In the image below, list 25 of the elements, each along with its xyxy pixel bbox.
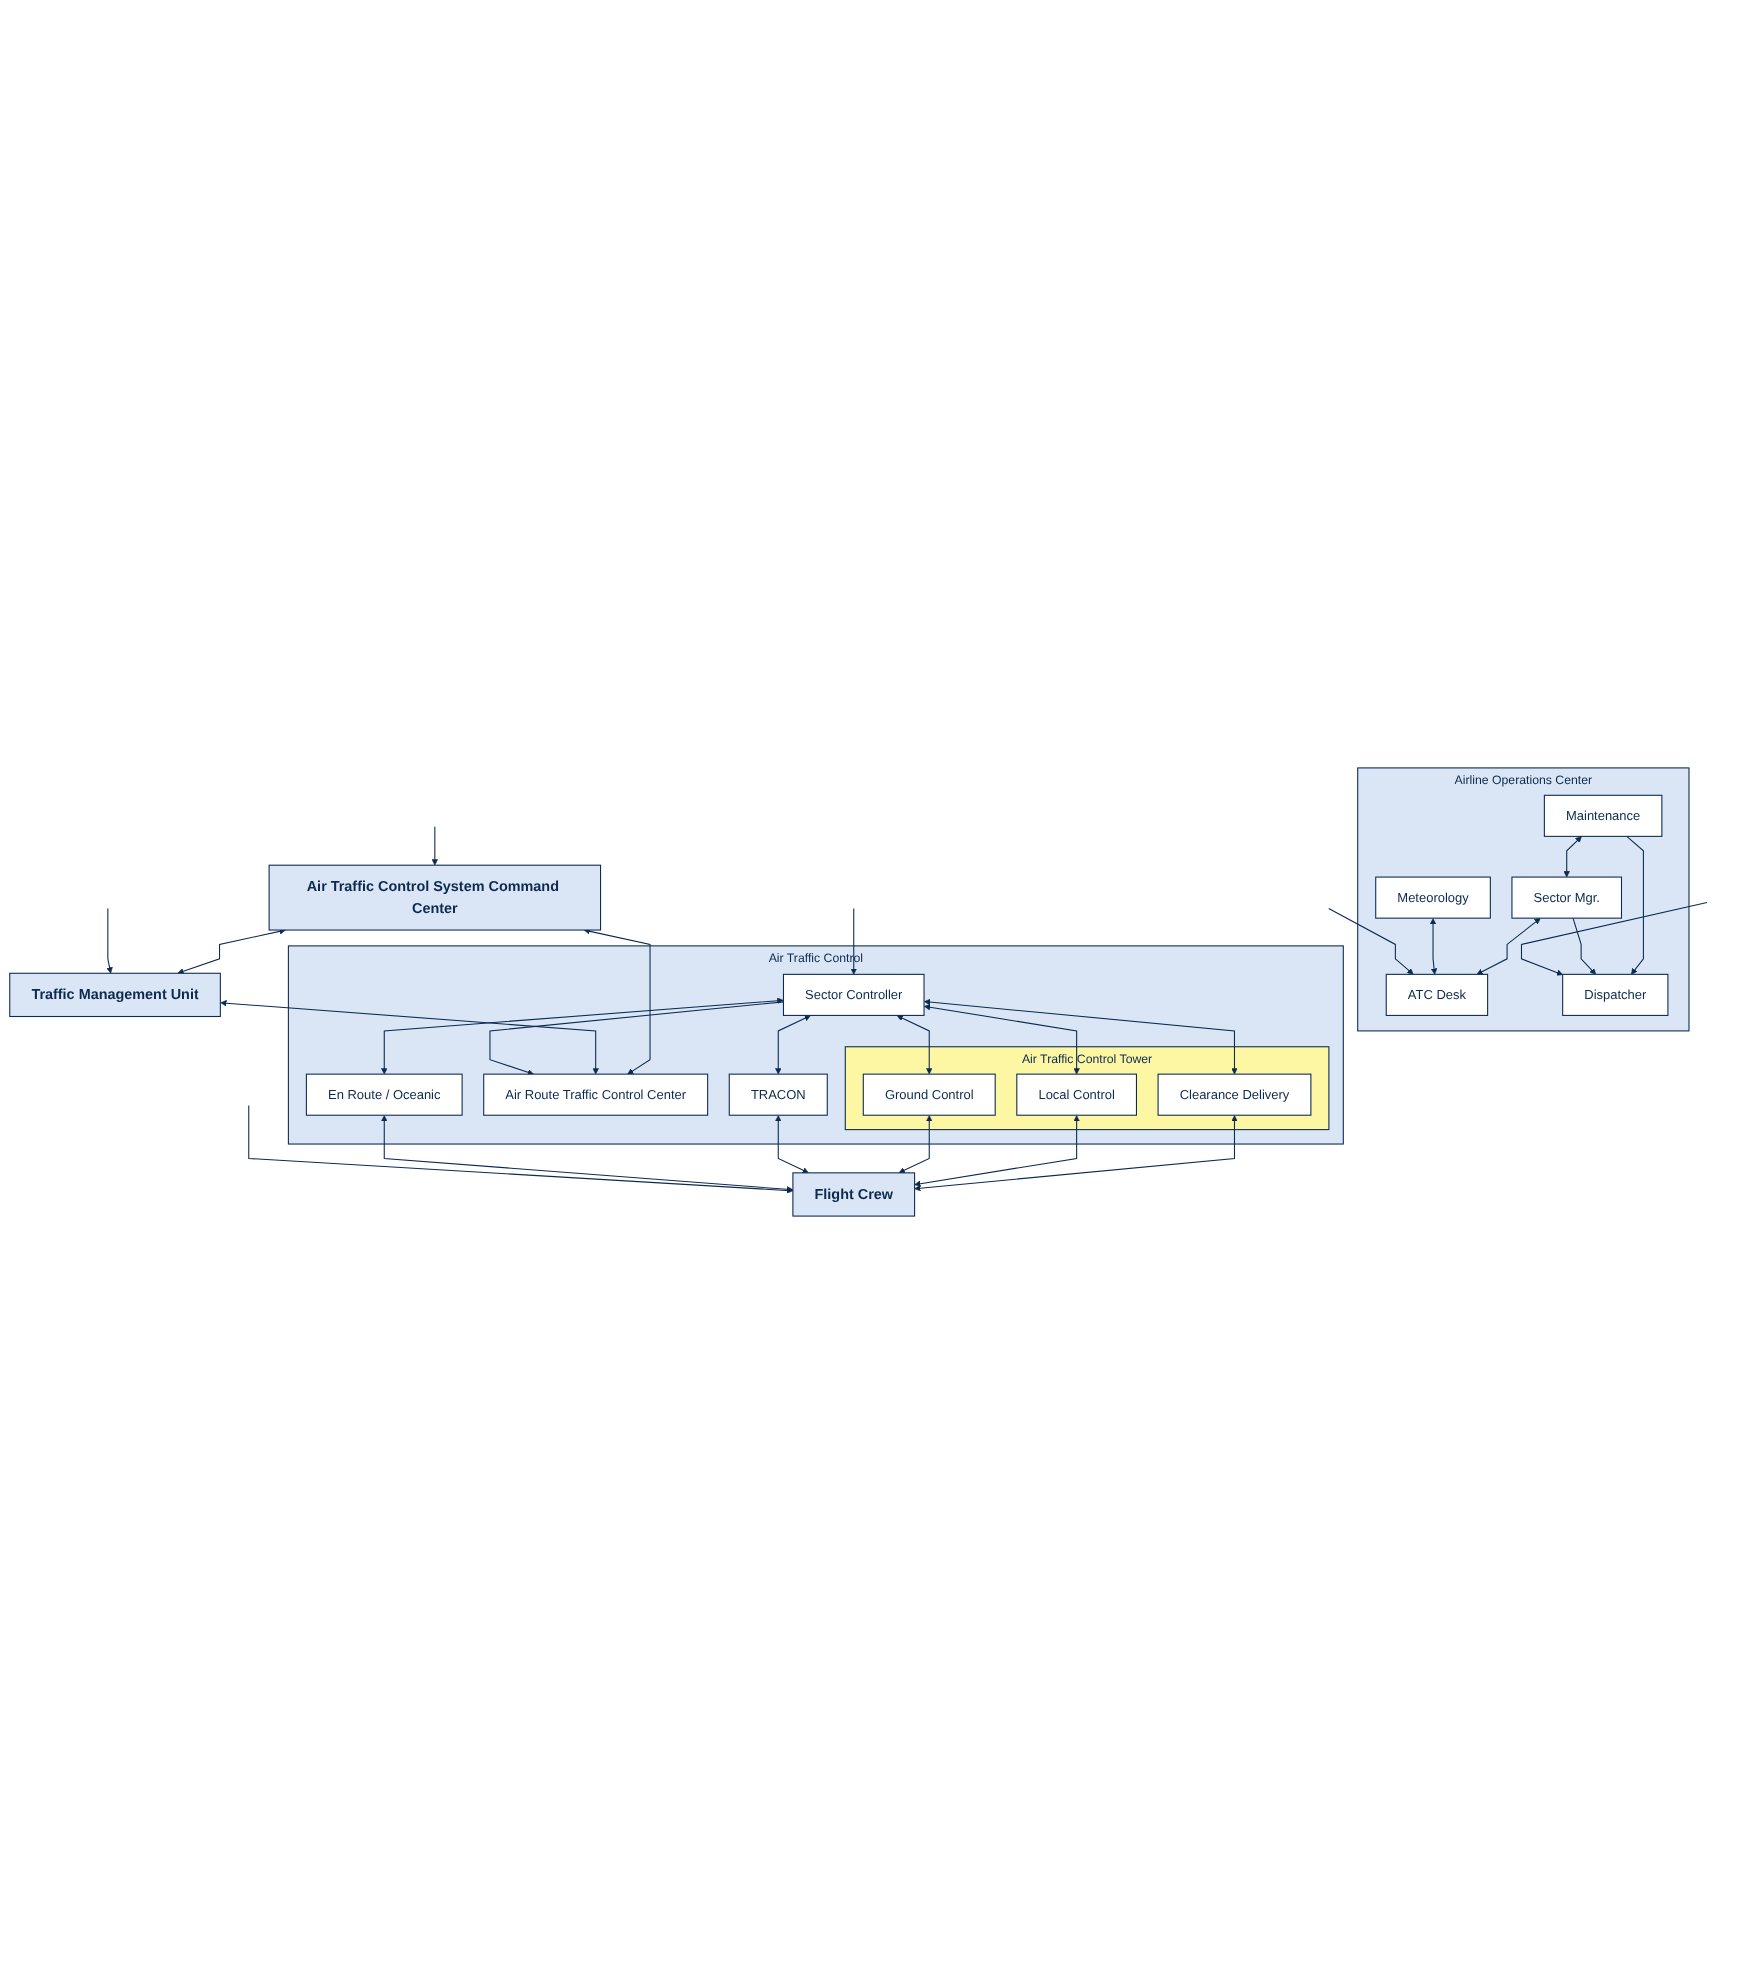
arrow xyxy=(775,1115,809,1174)
arrow xyxy=(381,1115,794,1193)
arrow xyxy=(1520,901,1708,976)
arrow xyxy=(775,1015,811,1075)
arrow xyxy=(1626,835,1644,975)
arrow xyxy=(914,1115,1238,1192)
arrow xyxy=(1328,907,1414,975)
arrow xyxy=(248,1104,794,1194)
arrow xyxy=(381,997,784,1075)
arrow xyxy=(1429,918,1438,975)
arrow xyxy=(850,907,857,975)
arrow xyxy=(1476,918,1541,975)
arrow xyxy=(220,1000,599,1075)
arrow xyxy=(1572,917,1597,975)
arrow xyxy=(924,998,1238,1075)
arrow xyxy=(489,1001,784,1076)
arrow xyxy=(1563,836,1582,878)
arrow xyxy=(177,928,286,975)
arrow xyxy=(898,1115,933,1174)
arrow xyxy=(106,907,113,974)
arrow xyxy=(583,928,651,1075)
arrow xyxy=(431,826,438,866)
arrow xyxy=(924,1004,1080,1075)
arrow xyxy=(914,1115,1080,1187)
arrow xyxy=(896,1015,933,1075)
